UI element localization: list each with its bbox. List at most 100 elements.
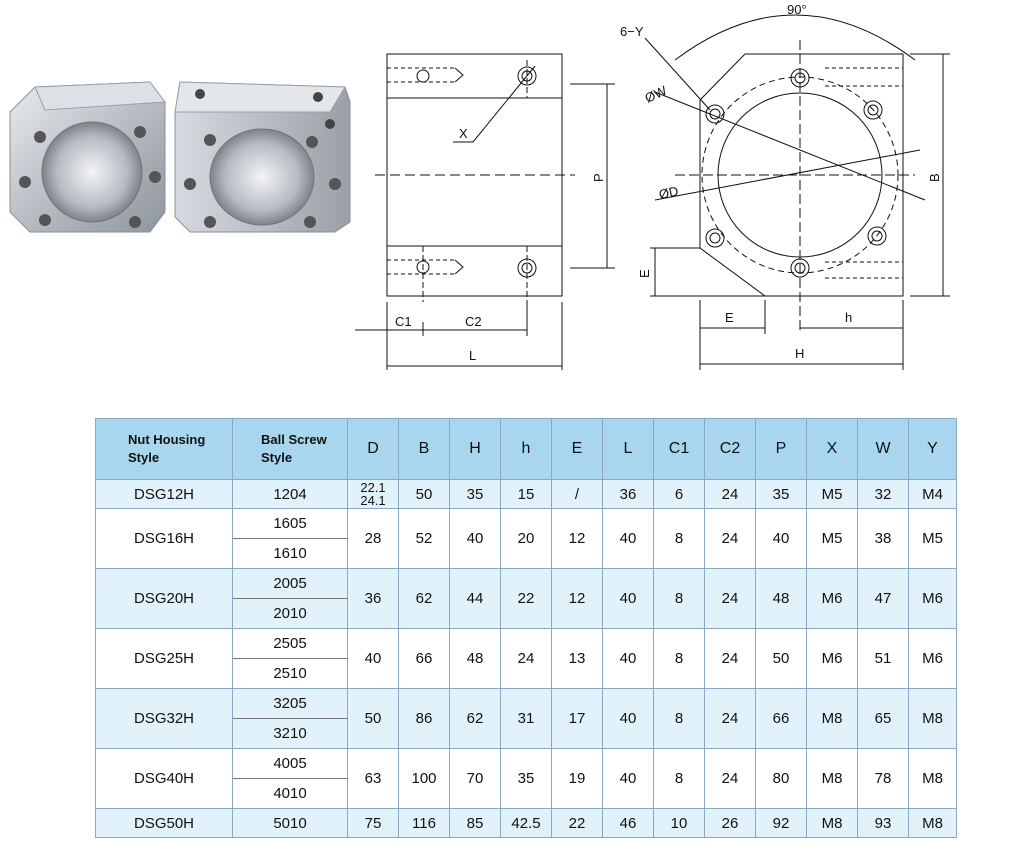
- table-cell: 66: [398, 628, 450, 689]
- table-cell: 12: [551, 568, 603, 629]
- label-c1: C1: [395, 314, 412, 329]
- table-cell: 46: [602, 808, 654, 838]
- label-h-big: H: [795, 346, 804, 361]
- table-cell: 36: [347, 568, 399, 629]
- front-hole-top-left: [416, 69, 430, 83]
- table-cell: M6: [806, 568, 858, 629]
- table-cell: M5: [806, 508, 858, 569]
- table-cell: M8: [908, 808, 957, 838]
- table-cell: 40: [602, 508, 654, 569]
- header-l: L: [602, 418, 654, 480]
- table-cell: 48: [449, 628, 501, 689]
- table-cell: M8: [806, 688, 858, 749]
- table-cell: 40: [602, 688, 654, 749]
- table-cell: 75: [347, 808, 399, 838]
- table-cell: 2510: [232, 658, 348, 689]
- table-cell: 63: [347, 748, 399, 809]
- table-cell: 40: [449, 508, 501, 569]
- table-cell: DSG50H: [95, 808, 233, 838]
- table-cell: 3205: [232, 688, 348, 719]
- table-cell: 78: [857, 748, 909, 809]
- table-cell: 22: [551, 808, 603, 838]
- table-cell: M8: [908, 688, 957, 749]
- table-cell: 2505: [232, 628, 348, 659]
- table-subrow: 2510: [96, 658, 957, 689]
- table-subrow: 3210: [96, 718, 957, 749]
- table-row: DSG25H 2505 40 66 48 24 13 40 8 24 50 M6…: [95, 628, 957, 689]
- table-cell: 40: [755, 508, 807, 569]
- table-cell: 24: [704, 628, 756, 689]
- table-cell: 36: [602, 479, 654, 509]
- table-cell: 8: [653, 628, 705, 689]
- table-cell: 2005: [232, 568, 348, 599]
- table-cell: 50: [755, 628, 807, 689]
- table-cell: 51: [857, 628, 909, 689]
- header-d: D: [347, 418, 399, 480]
- table-row: DSG20H 2005 36 62 44 22 12 40 8 24 48 M6…: [95, 568, 957, 629]
- label-h-small: h: [845, 310, 852, 325]
- table-cell: 24: [704, 479, 756, 509]
- table-cell: DSG12H: [95, 479, 233, 509]
- table-cell: DSG25H: [95, 628, 233, 689]
- label-c2: C2: [465, 314, 482, 329]
- table-cell: 1204: [232, 479, 348, 509]
- table-cell: 4005: [232, 748, 348, 779]
- table-cell: 8: [653, 568, 705, 629]
- table-cell: 6: [653, 479, 705, 509]
- header-c1: C1: [653, 418, 705, 480]
- table-cell: 5010: [232, 808, 348, 838]
- table-cell: 62: [398, 568, 450, 629]
- table-cell: 66: [755, 688, 807, 749]
- table-cell: 35: [755, 479, 807, 509]
- header-p: P: [755, 418, 807, 480]
- table-cell: 17: [551, 688, 603, 749]
- table-cell: 4010: [232, 778, 348, 809]
- table-cell: M6: [806, 628, 858, 689]
- table-cell: 40: [602, 748, 654, 809]
- label-angle: 90°: [787, 2, 807, 17]
- front-hole-top-right: [517, 66, 537, 86]
- table-cell: 50: [347, 688, 399, 749]
- table-cell: 32: [857, 479, 909, 509]
- table-cell: 80: [755, 748, 807, 809]
- table-cell: M5: [806, 479, 858, 509]
- table-cell: 26: [704, 808, 756, 838]
- table-cell: 100: [398, 748, 450, 809]
- label-x: X: [459, 126, 468, 141]
- table-cell: DSG32H: [95, 688, 233, 749]
- table-cell: 24: [704, 508, 756, 569]
- housing-right-image: [174, 81, 351, 233]
- table-row: DSG32H 3205 50 86 62 31 17 40 8 24 66 M8…: [95, 688, 957, 749]
- table-cell: M8: [806, 748, 858, 809]
- table-cell: 86: [398, 688, 450, 749]
- table-cell: 1610: [232, 538, 348, 569]
- header-w: W: [857, 418, 909, 480]
- table-cell: 15: [500, 479, 552, 509]
- table-cell: 116: [398, 808, 450, 838]
- table-cell: 24: [704, 568, 756, 629]
- table-cell: 50: [398, 479, 450, 509]
- table-cell: 3210: [232, 718, 348, 749]
- table-cell: 31: [500, 688, 552, 749]
- header-b: B: [398, 418, 450, 480]
- table-cell: 62: [449, 688, 501, 749]
- table-cell: M6: [908, 568, 957, 629]
- table-cell: 40: [347, 628, 399, 689]
- table-cell: 85: [449, 808, 501, 838]
- table-cell: M4: [908, 479, 957, 509]
- label-b: B: [927, 173, 942, 182]
- label-l: L: [469, 348, 476, 363]
- table-row: DSG16H 1605 28 52 40 20 12 40 8 24 40 M5…: [95, 508, 957, 569]
- side-view-drawing: 90° 6−Y ØW ØD B E E h H: [620, 2, 950, 370]
- table-cell: 35: [449, 479, 501, 509]
- table-cell: 13: [551, 628, 603, 689]
- table-cell: M8: [806, 808, 858, 838]
- table-cell: 40: [602, 568, 654, 629]
- label-w: ØW: [642, 82, 669, 105]
